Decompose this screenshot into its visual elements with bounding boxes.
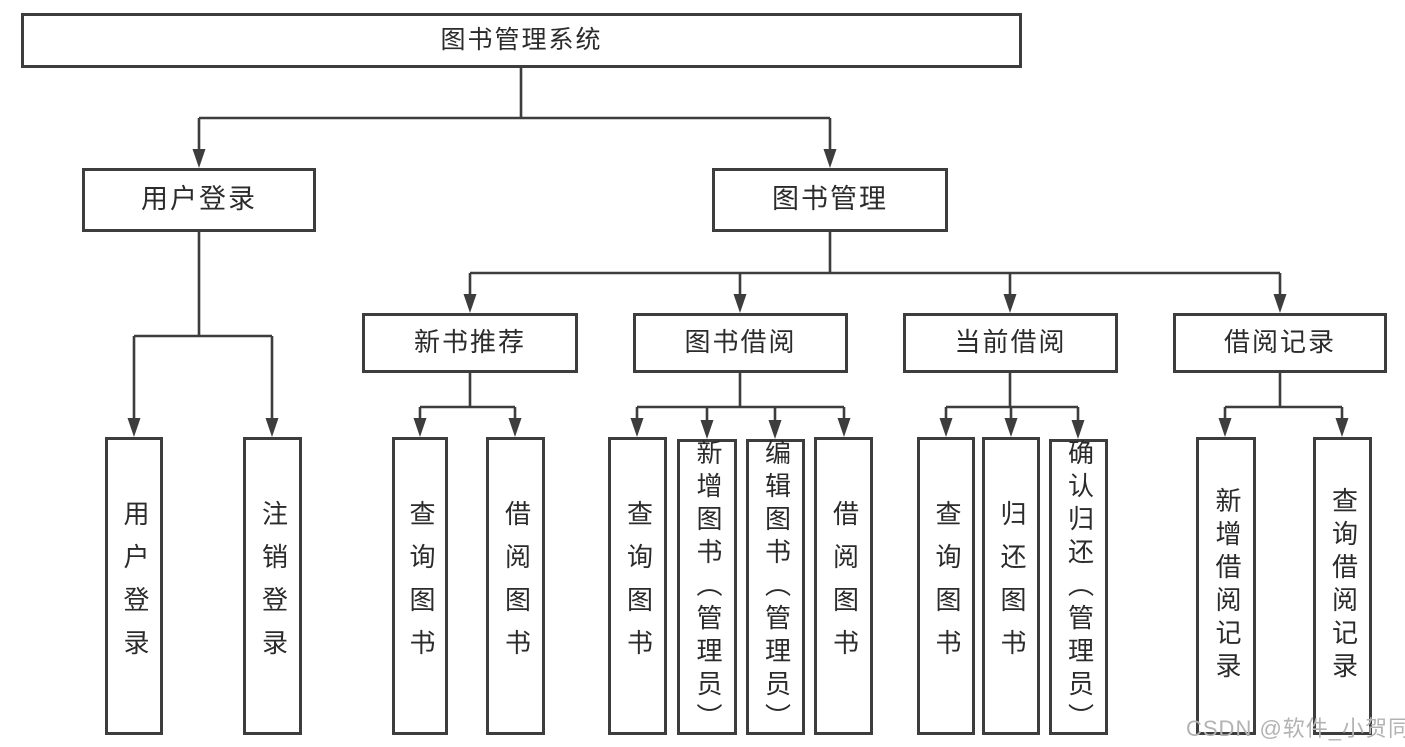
node-leaf-user-login: 用户登录 <box>105 437 163 735</box>
node-label: 查询借阅记录 <box>1328 487 1359 685</box>
node-label: 借阅图书 <box>501 500 532 672</box>
connector-path <box>1223 373 1344 422</box>
arrowhead-icon <box>1335 418 1349 437</box>
node-leaf-query-books-cur: 查询图书 <box>917 437 975 735</box>
node-label: 归还图书 <box>996 500 1027 672</box>
node-leaf-query-record: 查询借阅记录 <box>1313 437 1372 735</box>
node-label: 借阅图书 <box>829 500 860 672</box>
watermark: CSDN @软件_小贺同学 <box>1186 716 1405 741</box>
node-leaf-confirm-return: 确认归还（管理员） <box>1049 438 1108 736</box>
node-label: 新增借阅记录 <box>1211 487 1242 685</box>
node-label: 注销登录 <box>258 500 289 672</box>
node-label: 查询图书 <box>931 500 962 672</box>
node-system-root: 图书管理系统 <box>21 13 1022 68</box>
connector-path <box>418 373 517 422</box>
node-book-management: 图书管理 <box>712 168 948 232</box>
arrowhead-icon <box>823 149 837 168</box>
connector-path <box>944 373 1080 424</box>
arrowhead-icon <box>733 294 747 313</box>
arrowhead-icon <box>1071 420 1085 439</box>
node-leaf-edit-book-admin: 编辑图书（管理员） <box>746 438 805 736</box>
node-leaf-borrow-books-bor: 借阅图书 <box>814 437 873 735</box>
arrowhead-icon <box>1218 418 1232 437</box>
node-label: 确认归还（管理员） <box>1064 438 1095 736</box>
node-label: 图书借阅 <box>684 327 797 358</box>
arrowhead-icon <box>1273 294 1287 313</box>
node-label: 查询图书 <box>623 500 654 672</box>
connector-path <box>132 232 274 422</box>
arrowhead-icon <box>413 418 427 437</box>
arrowhead-icon <box>768 420 782 439</box>
node-leaf-logout: 注销登录 <box>243 437 302 735</box>
node-leaf-return-book: 归还图书 <box>982 437 1040 735</box>
node-user-login-module: 用户登录 <box>82 168 316 232</box>
arrowhead-icon <box>508 418 522 437</box>
connector-path <box>468 232 1282 298</box>
arrowhead-icon <box>192 149 206 168</box>
arrowhead-icon <box>127 418 141 437</box>
node-label: 借阅记录 <box>1223 327 1336 358</box>
node-leaf-query-books-bor: 查询图书 <box>608 437 667 735</box>
node-label: 编辑图书（管理员） <box>761 438 792 736</box>
node-leaf-query-books-rec: 查询图书 <box>392 437 448 735</box>
node-borrowing-records: 借阅记录 <box>1173 313 1387 373</box>
arrowhead-icon <box>1003 294 1017 313</box>
node-label: 图书管理系统 <box>440 26 603 55</box>
node-leaf-borrow-books-rec: 借阅图书 <box>486 437 545 735</box>
connector-path <box>635 373 846 424</box>
node-label: 新书推荐 <box>413 327 526 358</box>
node-label: 当前借阅 <box>954 327 1067 358</box>
arrowhead-icon <box>700 420 714 439</box>
connector-path <box>197 68 832 153</box>
arrowhead-icon <box>265 418 279 437</box>
arrowhead-icon <box>1004 418 1018 437</box>
node-leaf-add-book-admin: 新增图书（管理员） <box>677 438 737 736</box>
arrowhead-icon <box>463 294 477 313</box>
arrowhead-icon <box>837 418 851 437</box>
node-label: 图书管理 <box>772 184 888 215</box>
node-label: 用户登录 <box>119 500 150 672</box>
node-label: 新增图书（管理员） <box>692 438 723 736</box>
arrowhead-icon <box>939 418 953 437</box>
node-label: 用户登录 <box>141 184 257 215</box>
node-leaf-add-record: 新增借阅记录 <box>1196 437 1256 735</box>
node-current-borrowing: 当前借阅 <box>903 313 1118 373</box>
node-label: 查询图书 <box>405 500 436 672</box>
node-new-book-recommend: 新书推荐 <box>362 313 578 373</box>
node-book-borrowing: 图书借阅 <box>633 313 848 373</box>
arrowhead-icon <box>630 418 644 437</box>
